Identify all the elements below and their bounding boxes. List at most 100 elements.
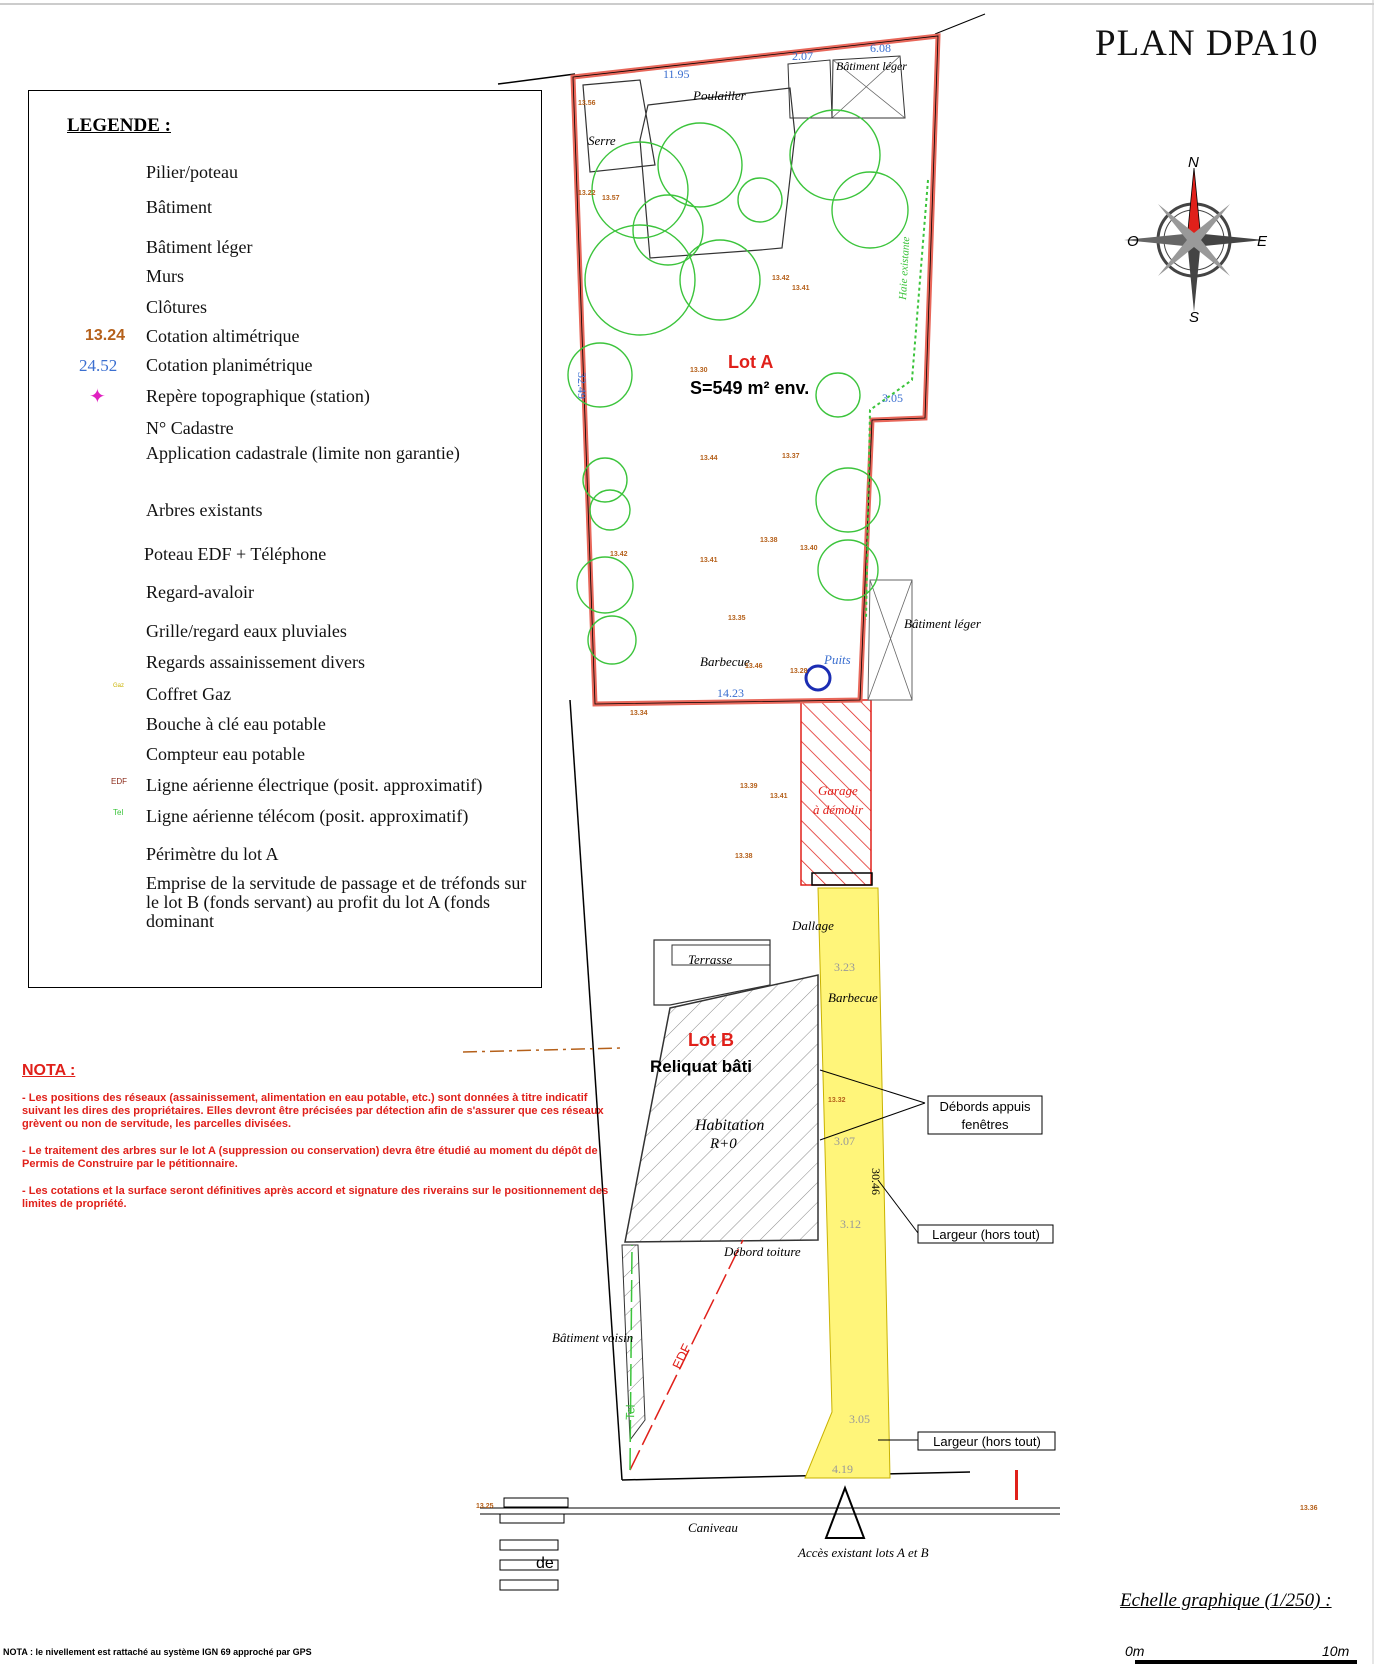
legend-sample-plani: 24.52 [79,356,118,375]
nota-paragraph-3: - Les cotations et la surface seront déf… [22,1185,609,1210]
alt-value: 13.42 [772,275,790,282]
legend-item: Poteau EDF + Téléphone [29,541,539,571]
acces-label: Accès existant lots A et B [797,1545,929,1560]
legend-sample-alt: 13.24 [85,327,126,344]
lot-a-area: S=549 m² env. [690,378,809,398]
dim-5: 3.05 [882,391,903,405]
legend-label: Clôtures [146,297,207,317]
alt-value: 13.36 [1300,1505,1318,1512]
callout-largeur-1: Largeur (hors tout) [932,1227,1040,1242]
dimensions: 11.95 2.07 6.08 32.49 3.05 14.23 3.23 3.… [575,41,903,1476]
legend-item: Tel Ligne aérienne télécom (posit. appro… [29,803,539,833]
batiment-voisin-label: Bâtiment voisin [552,1330,633,1345]
lot-a-title: Lot A [728,352,773,372]
habitation-label: Habitation [694,1117,764,1134]
legend-label: Périmètre du lot A [146,844,279,864]
caniveau-label: Caniveau [688,1520,738,1535]
legend-sample-tel: Tel [111,808,126,817]
legend-label: Murs [146,266,185,286]
compass-o: O [1127,233,1139,250]
legend-label: N° Cadastre [146,418,234,438]
scale-bar [1135,1660,1357,1664]
haie-label: Haie existante [897,236,912,301]
habitation-level: R+0 [709,1136,737,1152]
barbecue-a-label: Barbecue [700,654,750,669]
legend-item: EDF Ligne aérienne électrique (posit. ap… [29,772,539,802]
legend-label: Coffret Gaz [146,684,232,704]
debord-toiture-label: Débord toiture [723,1244,801,1259]
trees [567,109,909,665]
terrasse-label: Terrasse [688,952,733,967]
alt-value: 13.41 [700,557,718,564]
alt-value: 13.56 [578,100,596,107]
dim-2: 2.07 [792,49,813,63]
legend-label: Emprise de la servitude de passage et de… [146,873,527,931]
legend-label: Regards assainissement divers [146,652,365,672]
legend-label: Arbres existants [146,500,263,520]
legend-item: Compteur eau potable [29,741,539,771]
lot-b-subtitle: Reliquat bâti [650,1057,752,1076]
callout-debords-line1: Débords appuis [939,1099,1031,1114]
dim-9: 30.46 [869,1168,883,1195]
callout-debords-line2: fenêtres [962,1117,1009,1132]
puits-label: Puits [823,652,851,667]
legend-label: Poteau EDF + Téléphone [144,544,327,564]
alt-value: 13.35 [728,615,746,622]
legend-label: Bâtiment [146,197,212,217]
legend-item: Regards assainissement divers [29,649,539,679]
scale-zero: 0m [1125,1643,1145,1659]
alt-value: 13.38 [735,853,753,860]
batiment-leger-top: Bâtiment léger [836,59,907,73]
servitude-area [804,887,891,1479]
nota-block: NOTA : - Les positions des réseaux (assa… [22,1062,612,1225]
alt-value: 13.32 [828,1097,846,1104]
legend-sample-edf: EDF [109,777,129,786]
legend-item: Grille/regard eaux pluviales [29,618,539,648]
legend-label: Bâtiment léger [146,237,253,257]
legend-label: Compteur eau potable [146,744,305,764]
legend-item: Pilier/poteau [29,159,539,189]
dim-7: 3.23 [834,960,855,974]
legend-item: Bâtiment [29,194,539,224]
alt-value: 13.41 [770,793,788,800]
compass-n: N [1188,154,1199,171]
legend-label: Cotation planimétrique [146,355,313,375]
legend-label: Application cadastrale (limite non garan… [146,443,460,463]
compass-e: E [1257,233,1268,250]
legend-label: Grille/regard eaux pluviales [146,621,347,641]
legend-label: Ligne aérienne télécom (posit. approxima… [146,806,469,826]
legend-item: Clôtures [29,294,539,324]
scale-label: Echelle graphique (1/250) : [1120,1590,1332,1611]
legend-label: Cotation altimétrique [146,326,300,346]
habitation-building [624,974,819,1243]
batiment-leger-right: Bâtiment léger [904,616,982,631]
road [480,1470,1060,1591]
callout-largeur-2: Largeur (hors tout) [933,1434,1041,1449]
legend-label: Regard-avaloir [146,582,254,602]
dim-10: 3.12 [840,1217,861,1231]
legend-item: Arbres existants [29,497,539,527]
alt-value: 13.25 [476,1503,494,1510]
alt-value: 13.30 [690,367,708,374]
alt-value: 13.40 [800,545,818,552]
dim-11: 3.05 [849,1412,870,1426]
scale-ten: 10m [1322,1643,1350,1659]
legend-item: N° Cadastre [29,415,539,445]
alt-value: 13.57 [602,195,620,202]
compass-rose [1124,167,1264,312]
alt-value: 13.46 [745,663,763,670]
puits-well [804,664,832,692]
legend-item: Emprise de la servitude de passage et de… [29,871,539,937]
legend-heading: LEGENDE : [67,115,171,136]
alt-value: 13.42 [610,551,628,558]
page-title: PLAN DPA10 [1095,23,1319,64]
legend-item: Bâtiment léger [29,234,539,264]
dim-3: 6.08 [870,41,891,55]
legend-item: 24.52 Cotation planimétrique [29,352,539,382]
dim-4: 32.49 [575,372,589,399]
alt-value: 13.38 [760,537,778,544]
legend-item: Coffret Gaz [29,681,539,711]
legend-label: Ligne aérienne électrique (posit. approx… [146,775,483,795]
